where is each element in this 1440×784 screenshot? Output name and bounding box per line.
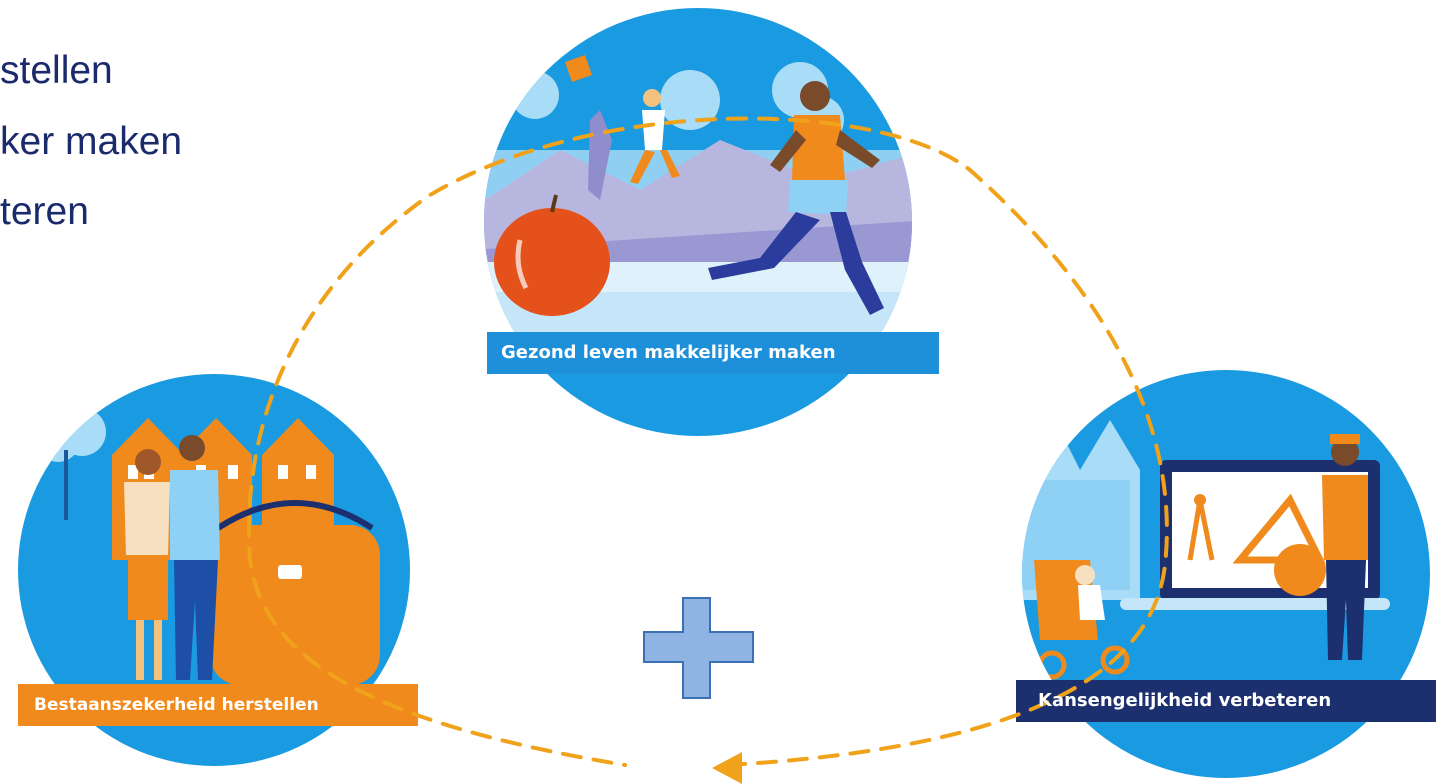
theme-health-label: Gezond leven makkelijker maken [501, 342, 836, 363]
cycle-loop [247, 116, 1169, 784]
theme-health-label-bar [487, 332, 939, 374]
theme-income-label-bar [18, 684, 418, 726]
theme-income-label: Bestaanszekerheid herstellen [34, 695, 319, 715]
theme-equality-label: Kansengelijkheid verbeteren [1038, 690, 1332, 711]
plus-icon [643, 597, 754, 699]
theme-health [484, 8, 939, 436]
theme-equality [1016, 370, 1436, 778]
theme-equality-label-bar [1016, 680, 1436, 722]
theme-list-item-3: teren [0, 190, 89, 233]
cycle-arrow-head-icon [712, 752, 742, 784]
equality-illustration [1022, 420, 1390, 680]
theme-list-item-2: ker maken [0, 120, 183, 163]
theme-list-item-1: stellen [0, 49, 113, 92]
cycle-dashed-path [247, 116, 1169, 767]
